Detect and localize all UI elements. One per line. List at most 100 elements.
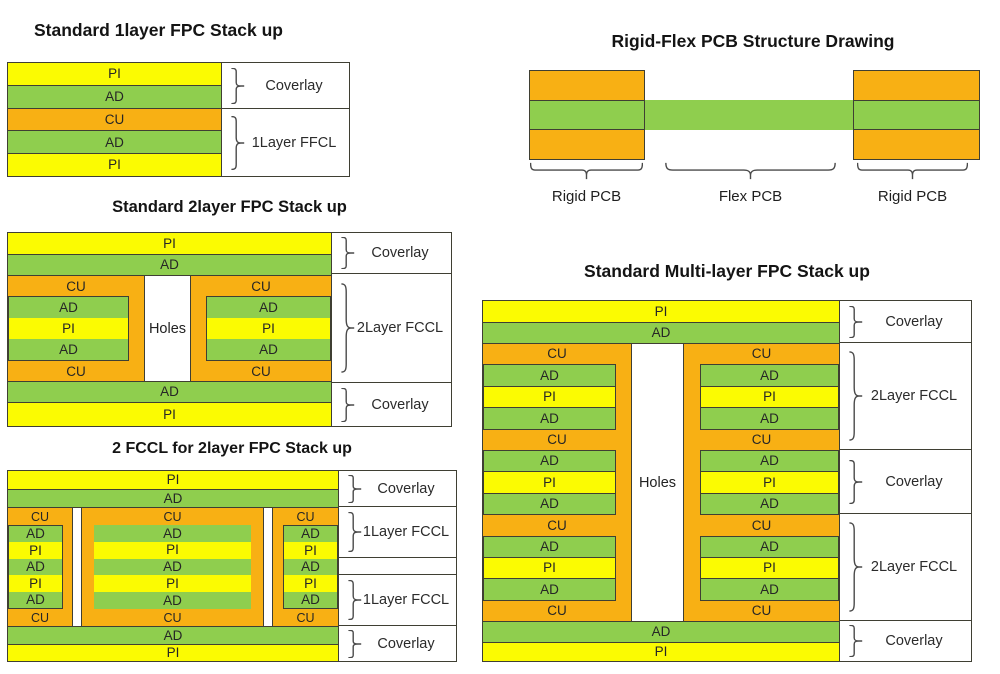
layer-ad: AD [8,489,338,507]
annotation-coverlay: Coverlay [840,450,971,514]
layer-pi: PI [9,542,62,559]
vertical-gap [264,508,272,626]
layer-cu: CU [8,107,221,131]
layer-pi: PI [700,385,839,409]
flex-core-band [640,100,858,130]
layer-cu: CU [296,509,315,524]
rigid-block-left [529,70,645,160]
layer-cu: CU [251,363,271,379]
layer-ad: AD [483,578,616,601]
annotation-label: Coverlay [885,473,943,490]
underbrace-icon [665,162,836,180]
underbrace-icon [857,162,968,180]
layer-pi: PI [284,542,337,559]
diagram-2fccl-title: 2 FCCL for 2layer FPC Stack up [112,440,352,457]
layer-pi: PI [94,575,251,593]
layer-ad: AD [8,381,331,402]
annotation-label: Coverlay [377,480,435,497]
brace-icon [346,580,362,620]
annotation-fccl: 1Layer FCCL [339,507,456,558]
annotation-fccl: 2Layer FCCL [840,514,971,621]
layer-pi: PI [9,318,128,339]
flex-pcb-label: Flex PCB [718,188,783,205]
layer-ad: AD [483,535,616,558]
layer-ad: AD [94,592,251,609]
layer-cu: CU [66,363,86,379]
layer-cu: CU [163,509,182,524]
annotation-coverlay: Coverlay [840,301,971,343]
layer-ad: AD [483,449,616,473]
brace-icon [339,237,355,269]
layer-pi: PI [284,575,337,592]
layer-ad: AD [94,558,251,576]
layer-pi: PI [8,471,338,489]
holes-label: Holes [148,320,187,337]
rigid-pcb-label: Rigid PCB [551,188,622,205]
layer-ad: AD [483,492,616,516]
layer-ad: AD [700,535,839,558]
annotation-coverlay: Coverlay [332,383,451,426]
brace-icon [346,475,362,503]
brace-icon [339,283,355,373]
layer-ad: AD [9,297,128,318]
diagram-2layer-title: Standard 2layer FPC Stack up [112,198,347,216]
layer-ad: AD [700,492,839,516]
brace-icon [847,351,863,441]
layer-pi: PI [94,541,251,559]
diagram-rigidflex-title: Rigid-Flex PCB Structure Drawing [611,31,895,51]
layer-ad: AD [284,591,337,609]
layer-cu [854,71,979,100]
layer-cu: CU [296,610,315,625]
brace-icon [229,116,245,170]
layer-pi: PI [700,471,839,494]
layer-pi: PI [8,402,331,426]
layer-pi: PI [483,385,616,409]
layer-ad [854,99,979,130]
layer-cu: CU [30,610,50,625]
underbrace-icon [530,162,643,180]
annotation-coverlay: Coverlay [339,626,456,661]
annotation-label: Coverlay [885,633,943,649]
layer-ad: AD [8,254,331,275]
brace-icon [339,388,355,422]
diagram-multilayer-title: Standard Multi-layer FPC Stack up [584,261,870,281]
layer-ad: AD [483,407,616,430]
annotation-label: Coverlay [885,313,943,330]
annotation-label: Coverlay [377,635,435,652]
layer-cu: CU [684,429,839,450]
annotation-label: Coverlay [265,77,323,94]
layer-ad: AD [483,621,839,642]
annotation-label: 1Layer FFCL [251,134,337,151]
layer-ad: AD [700,364,839,387]
layer-pi: PI [700,556,839,580]
layer-ad: AD [207,339,330,360]
layer-cu [854,129,979,160]
brace-icon [847,625,863,657]
rigid-block-right [853,70,980,160]
rigid-pcb-label: Rigid PCB [877,188,948,205]
layer-ad: AD [9,339,128,360]
layer-pi: PI [8,153,221,176]
layer-cu: CU [30,509,50,524]
annotation-fccl: 2Layer FCCL [332,274,451,383]
layer-pi: PI [483,556,616,580]
annotation-label: 2Layer FCCL [870,388,958,404]
